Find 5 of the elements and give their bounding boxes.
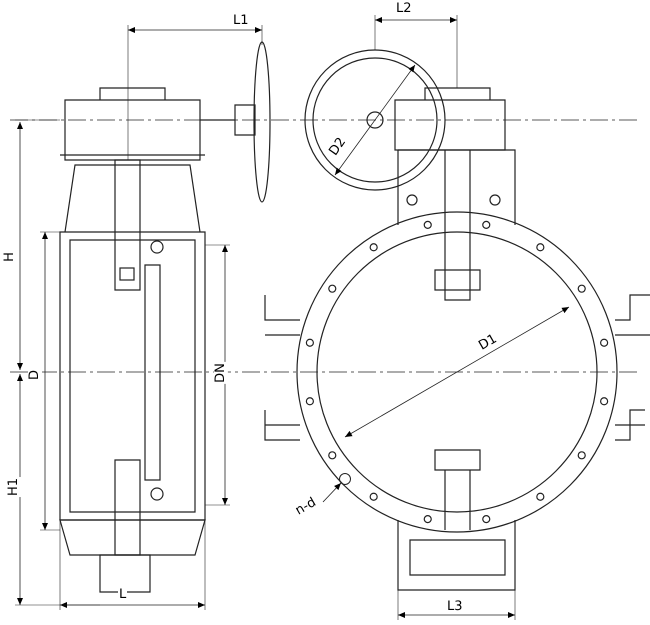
leader-line (322, 482, 342, 502)
dimension-label: D (28, 369, 42, 381)
dimension-label: H1 (7, 476, 22, 498)
bolt-hole (339, 473, 351, 485)
dimension-label: DN (214, 362, 228, 384)
